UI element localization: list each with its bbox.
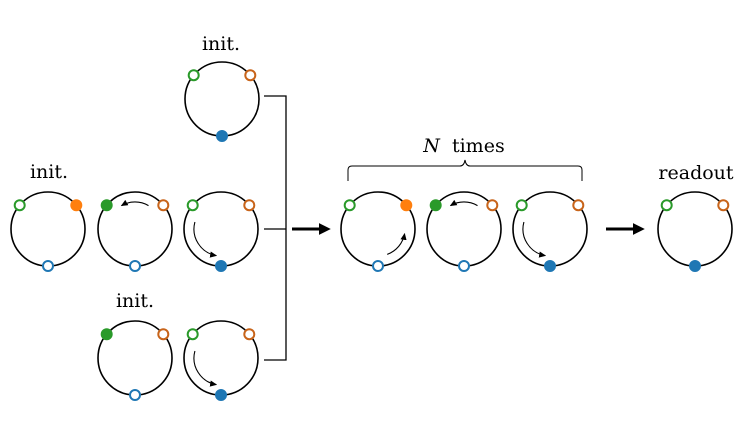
orange-node-filled xyxy=(400,199,413,212)
times-word: times xyxy=(452,135,505,157)
orange-node-hollow xyxy=(157,199,170,212)
orange-node-filled xyxy=(70,199,83,212)
green-node-filled xyxy=(100,328,113,341)
n-times-brace xyxy=(347,159,583,181)
orange-node-hollow xyxy=(486,199,499,212)
readout-label: readout xyxy=(658,162,733,184)
green-node-filled xyxy=(429,199,442,212)
green-node-filled xyxy=(100,199,113,212)
orange-node-hollow xyxy=(244,69,257,82)
green-node-hollow xyxy=(187,69,200,82)
blue-node-hollow xyxy=(458,260,470,272)
orange-node-hollow xyxy=(572,199,585,212)
rotation-arrow-green-to-blue xyxy=(522,221,547,258)
rotation-arrow-green-to-blue xyxy=(193,350,218,387)
orange-node-hollow xyxy=(157,328,170,341)
blue-node-hollow xyxy=(129,260,141,272)
green-node-hollow xyxy=(343,199,356,212)
green-node-hollow xyxy=(660,199,673,212)
circles-layer xyxy=(10,61,733,401)
orange-node-hollow xyxy=(717,199,730,212)
blue-node-filled xyxy=(215,260,227,272)
ring-initial-state-top-1 xyxy=(184,61,260,142)
rotation-arrow-orange-to-green xyxy=(120,199,149,207)
orange-node-hollow xyxy=(243,328,256,341)
green-node-hollow xyxy=(13,199,26,212)
ring-initial-chain-middle-3 xyxy=(183,191,259,272)
init-label-middle: init. xyxy=(30,161,68,183)
green-node-hollow xyxy=(186,328,199,341)
ring-repeated-block-3 xyxy=(512,191,588,272)
blue-node-hollow xyxy=(372,260,384,272)
green-node-hollow xyxy=(186,199,199,212)
blue-node-filled xyxy=(689,260,701,272)
rotation-arrow-orange-to-green xyxy=(449,199,478,207)
blue-node-filled xyxy=(215,389,227,401)
green-node-hollow xyxy=(515,199,528,212)
init-label-bottom: init. xyxy=(116,290,154,312)
blue-node-filled xyxy=(544,260,556,272)
merge-bracket xyxy=(264,95,287,361)
orange-node-hollow xyxy=(243,199,256,212)
ring-repeated-block-2 xyxy=(426,191,502,272)
ring-initial-chain-bottom-1 xyxy=(97,320,173,401)
ring-initial-chain-middle-1 xyxy=(10,191,86,272)
blue-node-filled xyxy=(216,130,228,142)
ring-repeated-block-1 xyxy=(340,191,416,272)
blue-node-hollow xyxy=(129,389,141,401)
ring-readout-state-1 xyxy=(657,191,733,272)
ring-initial-chain-bottom-2 xyxy=(183,320,259,401)
n-symbol: N xyxy=(422,135,441,157)
blue-node-hollow xyxy=(42,260,54,272)
rotation-arrow-green-to-blue xyxy=(193,221,218,258)
rotation-arrow-blue-to-orange xyxy=(387,232,407,255)
ring-initial-chain-middle-2 xyxy=(97,191,173,272)
init-label-top: init. xyxy=(202,33,240,55)
n-times-label: N times xyxy=(422,135,504,157)
